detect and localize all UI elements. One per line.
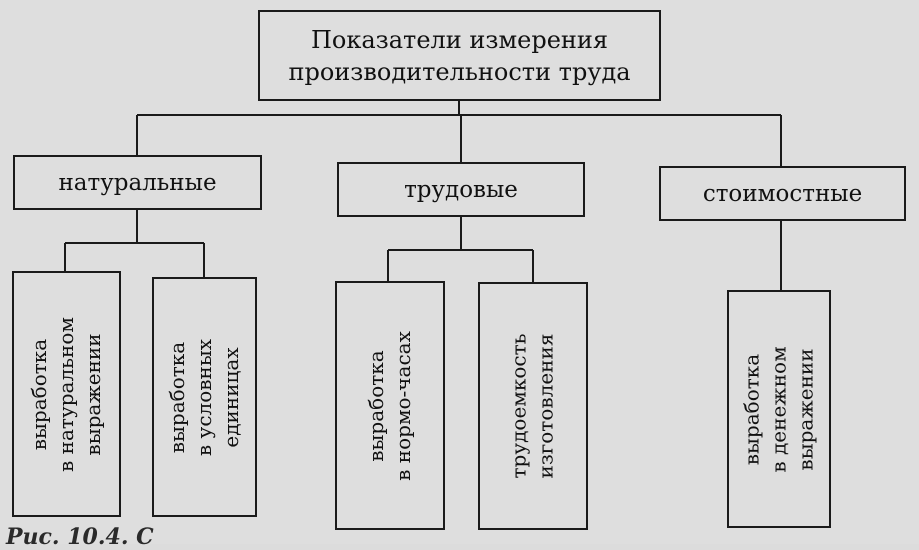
leaf-line-2: в условных <box>192 338 216 456</box>
root-title-line-1: Показатели измерения <box>310 25 609 54</box>
leaf-text: выработка в денежном выражении <box>739 346 820 472</box>
leaf-line-3: выражении <box>793 347 818 471</box>
leaf-line-2: изготовления <box>534 333 559 479</box>
leaf-line-1: выработка <box>364 349 389 462</box>
root-box: Показатели измерения производительности … <box>258 10 661 101</box>
category-labor-label: трудовые <box>404 176 518 203</box>
leaf-conventional-units-box: выработка в условных единицах <box>152 277 257 517</box>
leaf-natural-units-box: выработка в натуральном выражении <box>12 271 121 517</box>
leaf-line-2: в натуральном <box>54 316 79 472</box>
leaf-text: выработка в условных единицах <box>164 338 245 455</box>
leaf-line-3: единицах <box>219 346 243 448</box>
category-value-label: стоимостные <box>702 180 863 207</box>
leaf-line-2: в денежном <box>766 345 791 473</box>
leaf-line-1: выработка <box>739 353 764 465</box>
category-value-box: стоимостные <box>659 166 906 221</box>
leaf-line-3: выражении <box>81 332 106 456</box>
leaf-text: трудоемкость изготовления <box>506 333 560 478</box>
leaf-labor-intensity-box: трудоемкость изготовления <box>478 282 588 530</box>
leaf-line-1: выработка <box>165 341 189 453</box>
leaf-line-1: выработка <box>27 338 52 450</box>
category-labor-box: трудовые <box>337 162 585 217</box>
root-title-line-2: производительности труда <box>288 57 631 86</box>
leaf-norm-hours-box: выработка в нормо-часах <box>335 281 445 530</box>
figure-caption: Рис. 10.4. С <box>6 524 154 550</box>
leaf-monetary-box: выработка в денежном выражении <box>727 290 831 528</box>
category-natural-label: натуральные <box>58 169 217 196</box>
leaf-text: выработка в нормо-часах <box>363 331 417 481</box>
category-natural-box: натуральные <box>13 155 262 210</box>
leaf-line-2: в нормо-часах <box>391 330 416 481</box>
leaf-line-1: трудоемкость <box>507 333 532 479</box>
leaf-text: выработка в натуральном выражении <box>26 317 107 472</box>
